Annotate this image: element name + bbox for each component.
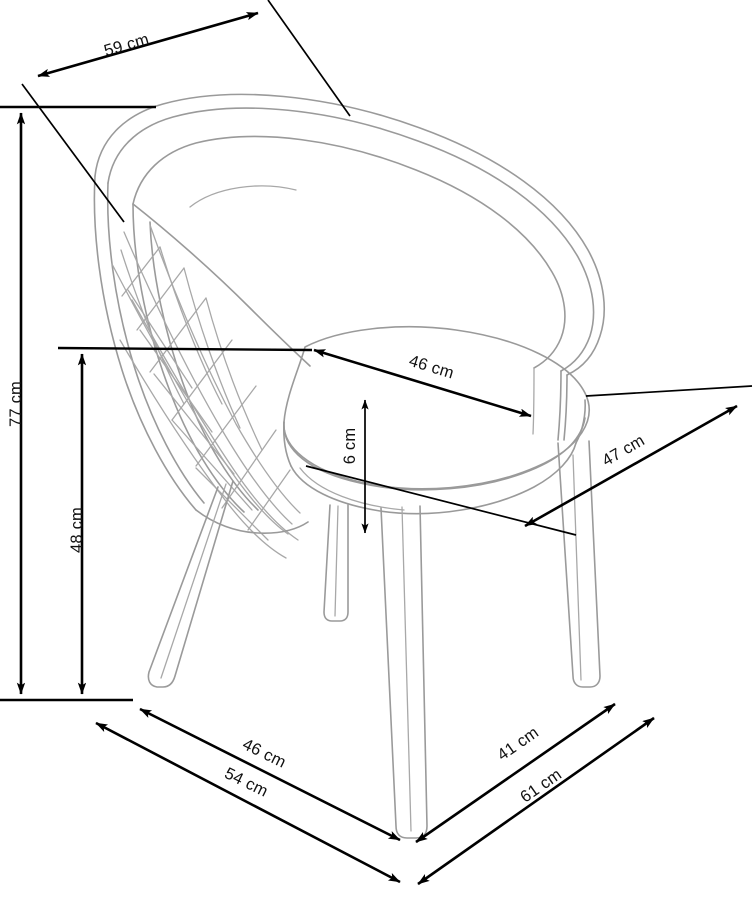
dimension-cushion-thickness: 6 cm — [341, 399, 369, 534]
backrest-crest-highlight — [189, 185, 297, 208]
seat-cushion-bottom-edge — [290, 442, 577, 515]
backrest-inner-lower-sweep — [132, 203, 311, 367]
dimension-seat-height: 48 cm — [68, 353, 87, 695]
quilted-diamond-pattern — [111, 224, 301, 559]
leg-front-left — [147, 480, 234, 688]
dim-arrow-46-seat — [313, 348, 532, 418]
dim-arrow-54 — [95, 721, 401, 884]
dim-label-46-seat: 46 cm — [407, 352, 456, 383]
dimension-base-depth-inner: 46 cm — [139, 707, 401, 842]
seat-cushion-left-thickness — [283, 421, 292, 467]
dim-label-48: 48 cm — [68, 507, 86, 553]
backrest-inner-face — [132, 135, 566, 369]
leg-front-left-inner-line — [160, 483, 227, 679]
side-panel-inner — [132, 203, 245, 513]
ext-line-59-left — [21, 83, 125, 223]
leg-front-center — [323, 504, 349, 622]
ext-line-59-right — [267, 0, 351, 117]
dimension-base-width-outer: 61 cm — [417, 716, 655, 886]
dimension-seat-depth: 46 cm — [313, 348, 532, 418]
dim-arrow-59 — [37, 11, 259, 78]
dim-arrow-46-base — [139, 707, 401, 842]
side-panel-bottom — [195, 509, 309, 534]
backrest-right-post — [563, 374, 568, 441]
dim-label-47: 47 cm — [599, 431, 648, 470]
dimension-overall-height: 77 cm — [7, 112, 26, 695]
leg-front-center-inner-line — [334, 505, 339, 617]
side-panel-outer — [93, 175, 197, 511]
dim-label-77: 77 cm — [7, 381, 25, 427]
seat-cushion-side — [283, 417, 586, 491]
dim-label-46-base: 46 cm — [240, 735, 289, 771]
dim-arrow-41 — [415, 702, 616, 844]
ext-line-47-high — [585, 385, 753, 397]
dim-arrow-61 — [417, 716, 655, 886]
dim-label-59: 59 cm — [102, 30, 151, 60]
backrest-outer-shell — [94, 93, 605, 376]
dimension-base-width-inner: 41 cm — [415, 702, 616, 844]
dimension-seat-width: 47 cm — [305, 385, 753, 536]
seat-cushion-seam — [299, 467, 405, 511]
side-panel-outer-2 — [106, 182, 205, 504]
backrest-right-post-edge — [557, 370, 562, 441]
backrest-right-post-inner — [532, 367, 535, 435]
side-panel-inner-2 — [149, 221, 259, 511]
leg-front-right-inner-line — [401, 506, 412, 832]
leg-back-right — [557, 440, 601, 688]
dim-arrow-47 — [524, 404, 738, 528]
dim-label-6: 6 cm — [341, 428, 359, 465]
ref-line-seat-top — [57, 346, 313, 352]
ext-line-47-low — [305, 465, 577, 536]
backrest-outer-shell-edge — [107, 107, 595, 372]
leg-back-right-inner-line — [572, 454, 582, 681]
